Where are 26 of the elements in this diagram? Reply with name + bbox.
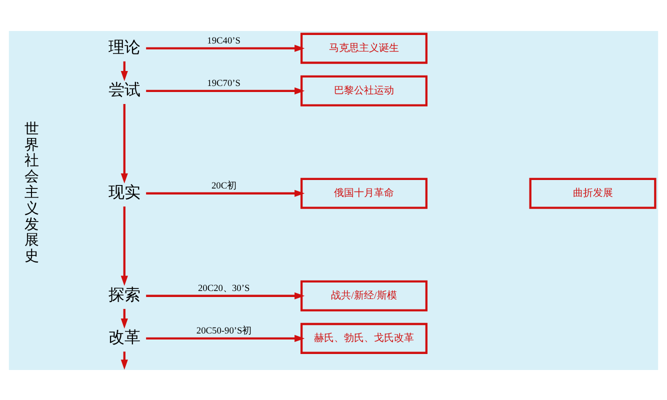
label: 世界社会主义发展史	[24, 120, 38, 264]
arrow	[146, 292, 305, 299]
arrow	[120, 206, 128, 286]
arrow	[120, 308, 128, 328]
arrow	[146, 86, 305, 94]
arrow	[120, 104, 128, 183]
node-box: 马克思主义诞生	[300, 32, 428, 64]
node-text: 现实	[108, 182, 140, 201]
node-box: 俄国十月革命	[300, 177, 428, 208]
node-box: 巴黎公社运动	[300, 74, 428, 106]
arrow	[146, 44, 305, 52]
arrow	[146, 189, 305, 196]
node-text: 探索	[108, 284, 140, 304]
edge-label: 19C40’S	[207, 36, 240, 46]
node-text: 改革	[108, 326, 140, 346]
edge-label: 20C初	[211, 181, 236, 192]
node-text: 尝试	[108, 79, 140, 98]
arrow	[120, 60, 128, 81]
node-text: 理论	[108, 36, 140, 56]
edge-label: 20C20、30’S	[198, 284, 250, 294]
node-box: 曲折发展	[529, 177, 656, 208]
node-box: 战共/新经/斯模	[300, 280, 428, 311]
arrow	[146, 334, 305, 342]
node-box: 赫氏、勃氏、戈氏改革	[300, 322, 428, 354]
edge-label: 20C50-90’S初	[196, 326, 252, 336]
edge-label: 19C70’S	[207, 78, 240, 89]
